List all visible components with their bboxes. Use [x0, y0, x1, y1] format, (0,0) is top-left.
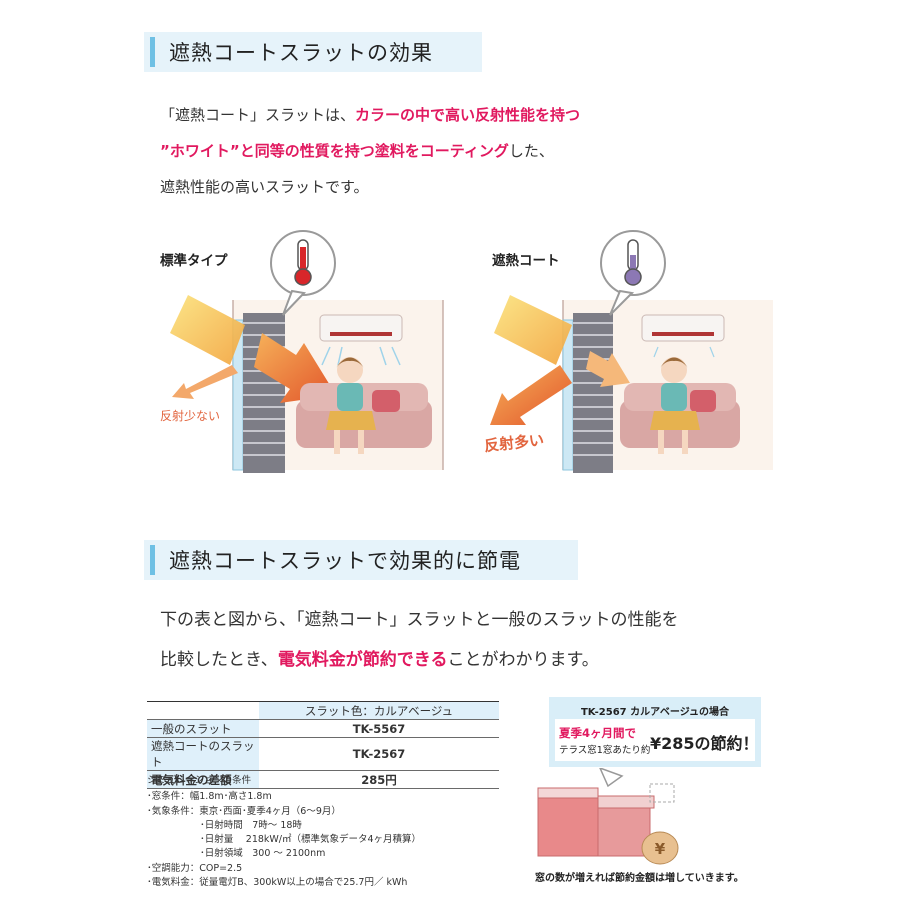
callout-per-window: テラス窓1窓あたり約	[559, 745, 651, 756]
window-box	[537, 795, 599, 857]
row-label: 電気料金の差額	[147, 770, 259, 789]
intro-paragraph: 「遮熱コート」スラットは、カラーの中で高い反射性能を持つ ”ホワイト”と同等の性…	[160, 97, 580, 205]
saving-highlight: 電気料金が節約できる	[277, 650, 448, 670]
reflect-arrow	[172, 365, 238, 399]
heading-accent-bar	[150, 37, 155, 67]
coin-purse-icon	[641, 831, 679, 865]
air-conditioner	[319, 314, 403, 342]
section-heading-effect: 遮熱コートスラットの効果	[144, 32, 482, 72]
condition-line: ･日射時間 7時～ 18時	[200, 820, 302, 831]
savings-illustration: ¥	[537, 768, 679, 865]
condition-line: ･日射領域 300 ～ 2100nm	[200, 848, 326, 859]
callout-period: 夏季4ヶ月間で	[559, 726, 637, 740]
intro-text: 遮熱性能の高いスラットです。	[160, 178, 369, 196]
row-value: 285円	[259, 770, 499, 789]
heading-text: 遮熱コートスラットの効果	[169, 41, 433, 65]
reflect-low-label: 反射少ない	[160, 409, 221, 423]
saving-text: 下の表と図から、「遮熱コート」スラットと一般のスラットの性能を	[160, 610, 679, 630]
intro-text: した、	[508, 142, 554, 160]
callout-inner	[555, 719, 755, 761]
row-value: TK-2567	[259, 737, 499, 771]
intro-highlight: カラーの中で高い反射性能を持つ	[355, 106, 581, 124]
saving-text: 比較したとき、	[160, 650, 278, 670]
comparison-illustration	[170, 230, 773, 473]
comparison-table: スラット色：カルアベージュ 一般のスラット TK-5567 遮熱コートのスラット…	[147, 701, 499, 789]
table-row: 遮熱コートのスラット TK-2567	[147, 737, 499, 771]
standard-scene	[170, 230, 444, 473]
condition-line: ･気象条件：東京･西面･夏季4ヶ月（6～9月）	[147, 806, 341, 817]
condition-line: ･日射量 218kW/㎡（標準気象データ4ヶ月積算）	[200, 834, 422, 845]
saving-text: ことがわかります。	[447, 650, 599, 670]
standard-type-label: 標準タイプ	[160, 253, 228, 269]
heat-arrow	[586, 351, 630, 387]
row-value: TK-5567	[259, 719, 499, 738]
blind-slats	[573, 313, 613, 473]
yen-symbol: ¥	[655, 840, 666, 858]
intro-highlight: ”ホワイト”と同等の性質を持つ塗料をコーティング	[160, 142, 509, 160]
conditions-title: シミュレーションの条件	[147, 775, 252, 786]
savings-footnote: 窓の数が増えれば節約金額は増していきます。	[535, 873, 744, 884]
thermometer-hot-icon	[300, 247, 306, 273]
coated-type-label: 遮熱コート	[492, 253, 560, 269]
table-row: 電気料金の差額 285円	[147, 770, 499, 789]
callout-title: TK-2567 カルアベージュの場合	[580, 707, 730, 718]
section-heading-saving: 遮熱コートスラットで効果的に節電	[144, 540, 578, 580]
row-label: 遮熱コートのスラット	[147, 737, 259, 771]
table-column-header: スラット色：カルアベージュ	[259, 701, 499, 720]
heading-text: 遮熱コートスラットで効果的に節電	[169, 549, 521, 573]
air-conditioner	[641, 314, 725, 342]
condition-line: ･電気料金：従量電灯B、300kW以上の場合で25.7円／ kWh	[147, 877, 408, 888]
person	[661, 357, 687, 383]
table-header-row: スラット色：カルアベージュ	[147, 701, 499, 720]
table-row: 一般のスラット TK-5567	[147, 719, 499, 738]
savings-callout: TK-2567 カルアベージュの場合 夏季4ヶ月間で テラス窓1窓あたり約 ¥2…	[549, 697, 761, 767]
callout-amount: ¥285の節約！	[650, 734, 759, 753]
table-corner-cell	[147, 701, 259, 720]
heading-accent-bar	[150, 545, 155, 575]
intro-text: 「遮熱コート」スラットは、	[160, 106, 356, 124]
saving-paragraph: 下の表と図から、「遮熱コート」スラットと一般のスラットの性能を 比較したとき、電…	[160, 600, 679, 680]
condition-line: ･窓条件：幅1.8m･高さ1.8m	[147, 791, 272, 802]
coated-scene	[490, 230, 773, 473]
reflect-arrow	[490, 365, 572, 425]
person	[337, 357, 363, 383]
condition-line: ･空調能力：COP=2.5	[147, 863, 243, 874]
row-label: 一般のスラット	[147, 719, 259, 738]
thermometer-cool-icon	[630, 255, 636, 273]
